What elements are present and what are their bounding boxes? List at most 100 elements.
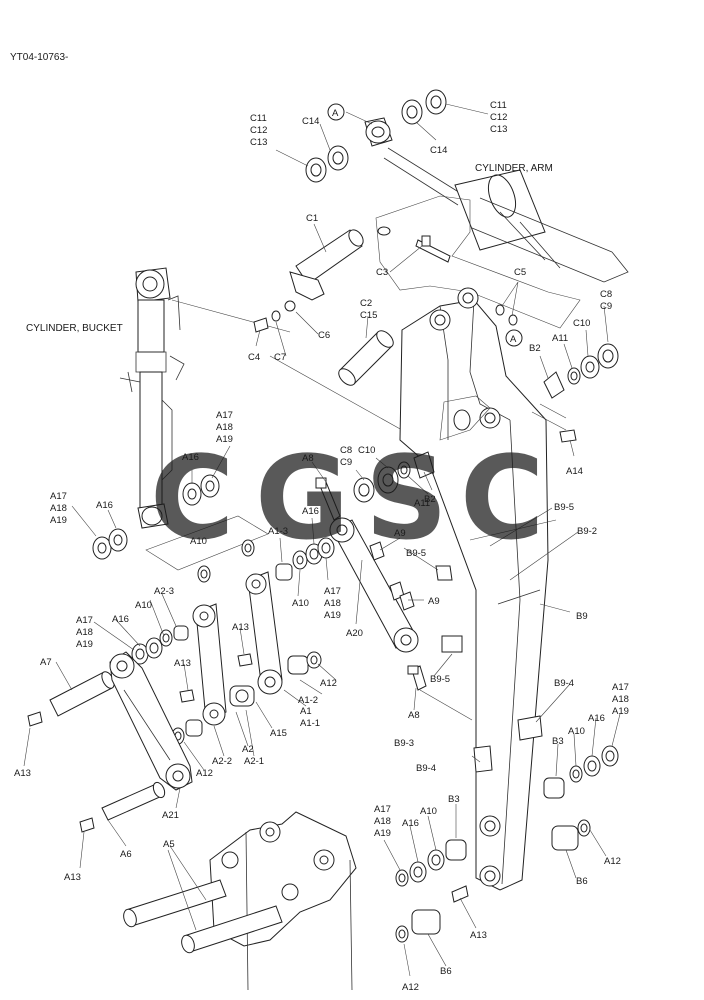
watermark-letter-g: G	[255, 432, 349, 566]
label-a11-right: A11	[552, 333, 568, 344]
label-b9-2: B9-2	[577, 526, 597, 537]
leader-lines	[23, 103, 621, 977]
link-a20	[329, 517, 419, 653]
callout-a-top: A	[332, 108, 339, 119]
label-a21: A21	[162, 810, 179, 821]
label-a12-link: A12	[320, 678, 337, 689]
label-a10-mid: A10	[292, 598, 309, 609]
arm-member	[399, 287, 567, 891]
label-a2-3: A2-3	[154, 586, 174, 597]
label-b3-right: B3	[552, 736, 564, 747]
label-a10-link: A10	[135, 600, 152, 611]
label-b2-right: B2	[529, 343, 541, 354]
label-a5: A5	[163, 839, 175, 850]
label-a13-link: A13	[232, 622, 249, 633]
pin-c2	[338, 330, 394, 386]
label-b9-4-right: B9-4	[554, 678, 574, 689]
label-a16-top: A16	[182, 452, 199, 463]
label-c3: C3	[376, 267, 388, 278]
label-a2-1: A2-1	[244, 756, 264, 767]
label-b6-right: B6	[576, 876, 588, 887]
label-c10-mid: C10	[358, 445, 375, 456]
label-a20: A20	[346, 628, 363, 639]
label-a1-2: A1-2	[298, 695, 318, 706]
label-a7: A7	[40, 657, 52, 668]
label-a1-3: A1-3	[268, 526, 288, 537]
label-a16-left: A16	[96, 500, 113, 511]
label-a11-mid: A11	[414, 498, 430, 509]
label-a15: A15	[270, 728, 287, 739]
label-b9-3: B9-3	[394, 738, 414, 749]
label-c14-right: C14	[430, 145, 447, 156]
document-id: YT04-10763-	[10, 52, 68, 63]
drawing-artwork: CYLINDER, ARM CYLINDER, BUCKET	[26, 89, 629, 991]
label-c10-right: C10	[573, 318, 590, 329]
label-c4: C4	[248, 352, 260, 363]
label-a10-left: A10	[190, 536, 207, 547]
label-a16-right: A16	[588, 713, 605, 724]
label-a13-mid: A13	[174, 658, 191, 669]
pin-c1	[289, 229, 364, 301]
label-c6: C6	[318, 330, 330, 341]
label-a16-mid: A16	[302, 506, 319, 517]
label-a12-right: A12	[604, 856, 621, 867]
boom-head-outline	[375, 195, 581, 329]
label-b9-5-low: B9-5	[430, 674, 450, 685]
section-label-cylinder-arm: CYLINDER, ARM	[475, 163, 553, 174]
label-a16-bottom: A16	[402, 818, 419, 829]
label-a12-bottom: A12	[402, 982, 419, 993]
watermark-letter-s: S	[365, 432, 448, 566]
label-c7: C7	[274, 352, 286, 363]
label-a13-bottom: A13	[470, 930, 487, 941]
label-b6-bottom: B6	[440, 966, 452, 977]
label-b9-4-low: B9-4	[416, 763, 436, 774]
section-label-cylinder-bucket: CYLINDER, BUCKET	[26, 323, 123, 334]
label-a12-left: A12	[196, 768, 213, 779]
label-a8-low: A8	[408, 710, 420, 721]
label-c5: C5	[514, 267, 526, 278]
label-b9-5-right: B9-5	[554, 502, 574, 513]
label-a8-top: A8	[302, 453, 314, 464]
label-a16-link: A16	[112, 614, 129, 625]
link-a1	[245, 571, 283, 695]
callout-a-mid: A	[510, 334, 517, 345]
bucket-bracket	[209, 811, 357, 991]
label-a14: A14	[566, 466, 583, 477]
label-a13-left: A13	[14, 768, 31, 779]
label-a10-bottom: A10	[420, 806, 437, 817]
link-a2	[192, 603, 227, 726]
label-b3-bottom: B3	[448, 794, 460, 805]
link-a21	[109, 651, 193, 791]
watermark: C G S C	[150, 432, 544, 566]
label-a10-right: A10	[568, 726, 585, 737]
watermark-letter-c2: C	[460, 432, 544, 566]
label-a2-2: A2-2	[212, 756, 232, 767]
watermark-letter-c1: C	[150, 432, 234, 566]
label-a9-mid: A9	[428, 596, 440, 607]
label-b9: B9	[576, 611, 588, 622]
label-c14-left: C14	[302, 116, 319, 127]
label-a13-low: A13	[64, 872, 81, 883]
label-b9-5-top: B9-5	[406, 548, 426, 559]
label-a2: A2	[242, 744, 254, 755]
label-a6: A6	[120, 849, 132, 860]
bucket-cylinder	[119, 267, 185, 529]
label-b2-mid: B2	[424, 494, 436, 505]
label-a9-top: A9	[394, 528, 406, 539]
arm-cylinder	[364, 117, 629, 283]
label-c1: C1	[306, 213, 318, 224]
